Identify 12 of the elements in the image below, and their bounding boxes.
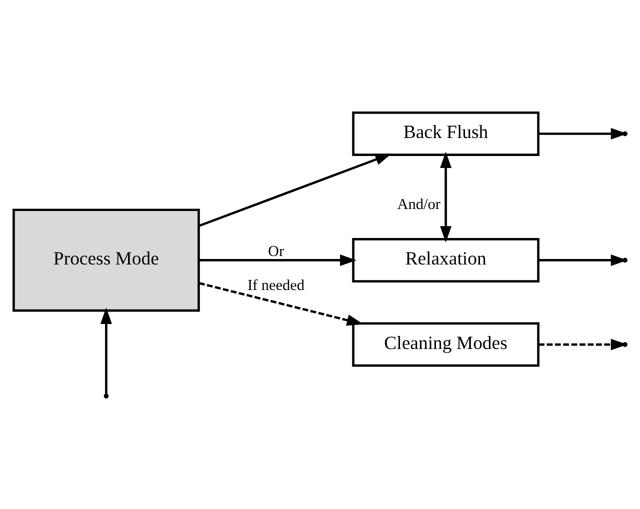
- node-box: Process Mode: [12, 208, 200, 312]
- node-box: Back Flush: [352, 111, 540, 156]
- edge-label: If needed: [247, 276, 305, 294]
- edge-label: And/or: [397, 195, 440, 212]
- node-box: Relaxation: [352, 237, 540, 282]
- edge-label: Or: [268, 242, 284, 260]
- node-box: Cleaning Modes: [352, 322, 540, 366]
- arrow: [100, 307, 112, 394]
- arrow: [199, 254, 356, 266]
- arrow: [198, 153, 392, 226]
- arrow: [440, 151, 452, 242]
- arrow: [198, 282, 364, 326]
